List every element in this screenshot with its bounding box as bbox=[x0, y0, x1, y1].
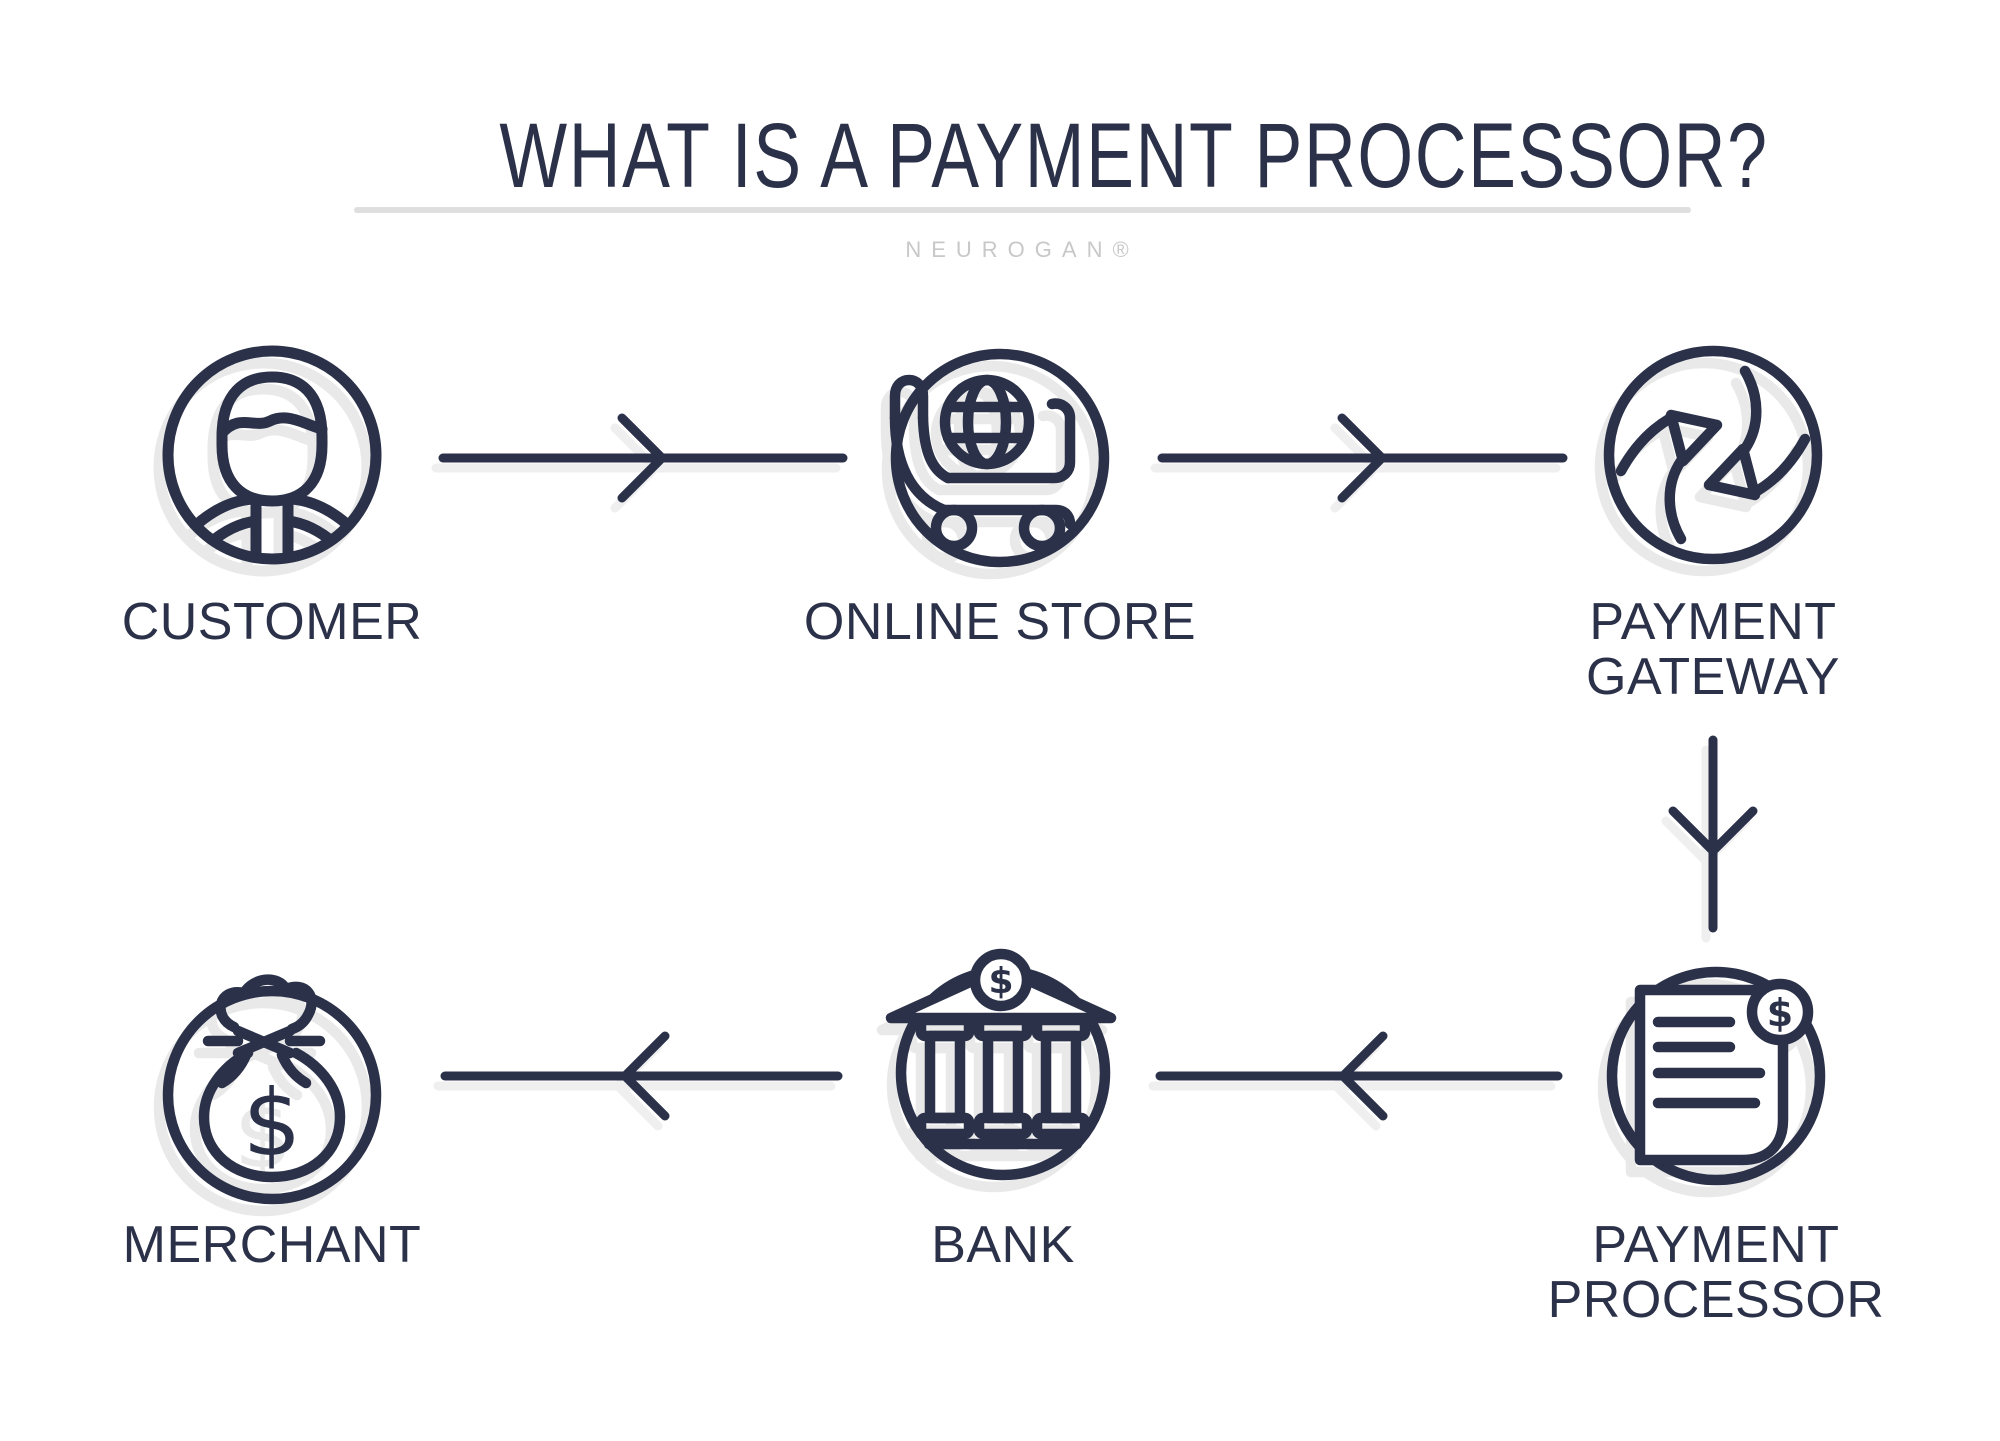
shopping-cart-globe-icon bbox=[880, 338, 1120, 578]
brand-logo-text: NEUROGAN® bbox=[905, 237, 1139, 262]
label-payment-gateway: PAYMENT GATEWAY bbox=[1586, 593, 1840, 706]
bank-building-icon: $ bbox=[883, 952, 1123, 1192]
label-merchant: MERCHANT bbox=[122, 1216, 422, 1274]
customer-icon bbox=[152, 335, 392, 575]
page-title: WHAT IS A PAYMENT PROCESSOR? bbox=[499, 105, 1769, 207]
label-online-store: ONLINE STORE bbox=[803, 593, 1197, 651]
label-bank: BANK bbox=[931, 1216, 1075, 1274]
title-underline bbox=[354, 207, 1691, 213]
money-bag-icon: $ bbox=[152, 965, 392, 1215]
sync-arrows-icon bbox=[1593, 335, 1833, 575]
invoice-dollar-icon: $ bbox=[1596, 956, 1836, 1196]
header: WHAT IS A PAYMENT PROCESSOR? NEUROGAN® bbox=[352, 0, 1769, 300]
label-payment-processor: PAYMENT PROCESSOR bbox=[1547, 1216, 1885, 1329]
label-customer: CUSTOMER bbox=[121, 593, 423, 651]
